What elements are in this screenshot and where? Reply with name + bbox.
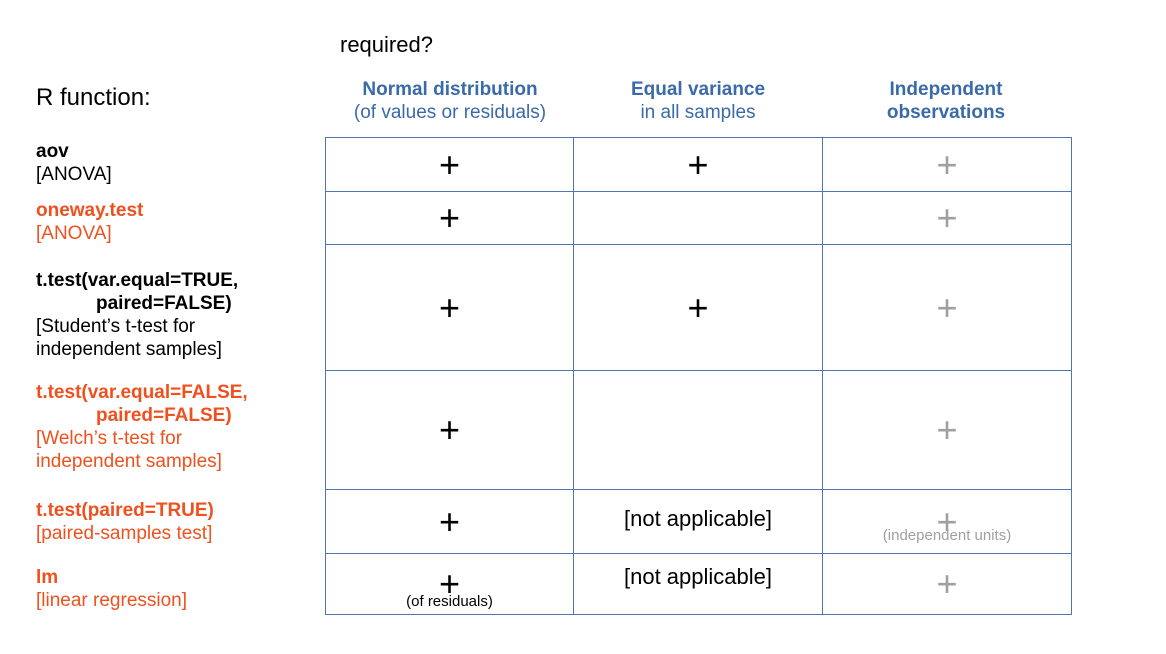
function-name-line2: paired=FALSE) — [96, 293, 232, 314]
column-header-title: Normal distribution — [362, 79, 538, 100]
function-description: [Student’s t-test for — [36, 316, 196, 337]
table-row: + (of residuals) [not applicable] + — [325, 553, 1072, 615]
row-label-lm: lm [linear regression] — [36, 566, 187, 612]
cell-variance: [not applicable] — [573, 489, 823, 554]
cell-variance — [573, 191, 823, 245]
function-description-line2: independent samples] — [36, 339, 222, 360]
cell-normal: + — [325, 489, 574, 554]
function-name: t.test(var.equal=TRUE, — [36, 270, 239, 291]
not-applicable-text: [not applicable] — [624, 506, 772, 531]
function-description-line2: independent samples] — [36, 451, 222, 472]
plus-icon: + — [936, 143, 958, 185]
plus-icon: + — [936, 286, 958, 328]
plus-icon: + — [438, 197, 461, 238]
column-header-title-line2: observations — [886, 102, 1006, 123]
function-name: lm — [36, 567, 59, 588]
not-applicable-text: [not applicable] — [624, 564, 772, 589]
cell-normal: + — [325, 191, 574, 245]
function-description: [paired-samples test] — [36, 523, 213, 544]
assumptions-table: + + + + + + + + + + + [not applicable] +… — [325, 137, 1072, 615]
plus-icon: + — [438, 409, 461, 450]
cell-independent: + — [822, 137, 1072, 192]
table-row: + + + — [325, 244, 1072, 371]
column-header-independent-observations: Independent observations — [822, 78, 1070, 124]
table-row: + + + — [325, 137, 1072, 192]
plus-icon: + — [438, 286, 461, 328]
row-label-paired-t-test: t.test(paired=TRUE) [paired-samples test… — [36, 499, 214, 545]
cell-independent: + — [822, 553, 1072, 615]
function-name: t.test(var.equal=FALSE, — [36, 382, 248, 403]
column-header-title: Independent — [889, 79, 1003, 100]
cell-independent: + — [822, 370, 1072, 490]
function-name-line2: paired=FALSE) — [96, 405, 232, 426]
function-description: [Welch’s t-test for — [36, 428, 183, 449]
table-row: + [not applicable] + (independent units) — [325, 489, 1072, 554]
of-residuals-note: (of residuals) — [406, 593, 493, 610]
cell-normal: + — [325, 370, 574, 490]
function-description: [linear regression] — [36, 590, 188, 611]
plus-icon: + — [936, 501, 958, 542]
row-label-student-t-test: t.test(var.equal=TRUE, paired=FALSE) [St… — [36, 269, 238, 361]
independent-units-note: (independent units) — [882, 527, 1012, 544]
plus-icon: + — [687, 143, 709, 185]
r-function-heading: R function: — [36, 84, 151, 111]
cell-normal: + — [325, 244, 574, 371]
cell-normal: + — [325, 137, 574, 192]
table-row: + + — [325, 370, 1072, 490]
column-header-subtitle: (of values or residuals) — [353, 102, 547, 123]
plus-icon: + — [438, 563, 461, 604]
plus-icon: + — [936, 563, 958, 604]
table-row: + + — [325, 191, 1072, 245]
function-name: oneway.test — [36, 200, 144, 221]
cell-variance — [573, 370, 823, 490]
function-name: t.test(paired=TRUE) — [36, 500, 214, 521]
column-header-normal-distribution: Normal distribution (of values or residu… — [326, 78, 574, 124]
function-description: [ANOVA] — [36, 223, 112, 244]
column-header-subtitle: in all samples — [640, 102, 756, 123]
required-heading: required? — [340, 32, 433, 57]
plus-icon: + — [687, 286, 709, 328]
row-label-aov: aov [ANOVA] — [36, 140, 112, 186]
cell-independent: + — [822, 191, 1072, 245]
cell-variance: [not applicable] — [573, 553, 823, 615]
cell-variance: + — [573, 137, 823, 192]
cell-independent: + — [822, 244, 1072, 371]
cell-variance: + — [573, 244, 823, 371]
row-label-oneway-test: oneway.test [ANOVA] — [36, 199, 143, 245]
row-label-welch-t-test: t.test(var.equal=FALSE, paired=FALSE) [W… — [36, 381, 248, 473]
column-header-title: Equal variance — [630, 79, 766, 100]
plus-icon: + — [936, 409, 958, 450]
plus-icon: + — [936, 197, 958, 238]
plus-icon: + — [438, 143, 461, 185]
plus-icon: + — [438, 500, 461, 542]
function-description: [ANOVA] — [36, 164, 112, 185]
function-name: aov — [36, 141, 69, 162]
column-header-equal-variance: Equal variance in all samples — [574, 78, 822, 124]
cell-independent: + (independent units) — [822, 489, 1072, 554]
cell-normal: + (of residuals) — [325, 553, 574, 615]
